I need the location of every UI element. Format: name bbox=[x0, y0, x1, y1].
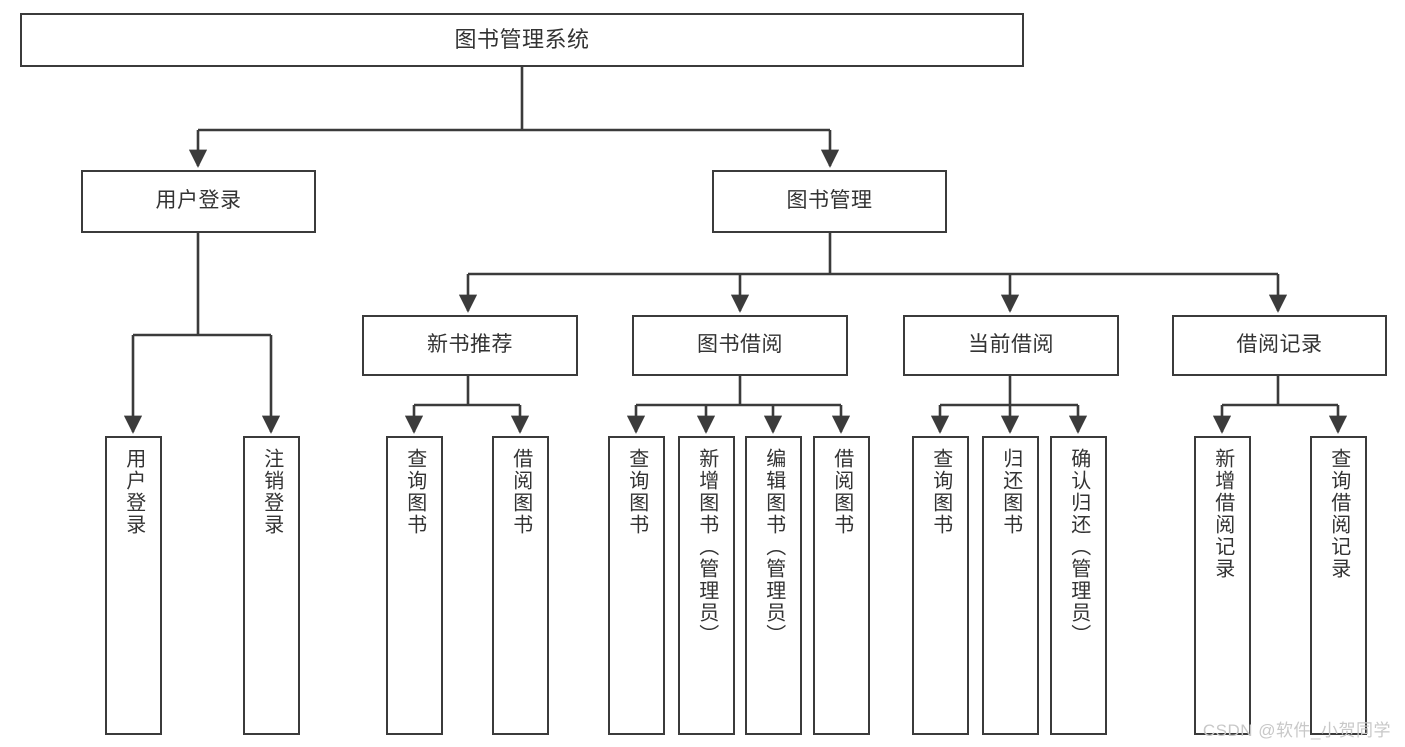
watermark: CSDN @软件_小贺同学 bbox=[1202, 721, 1391, 740]
leaf-record-add-label: 新增借阅记录 bbox=[1211, 448, 1234, 580]
leaf-new-book-query[interactable]: 查询图书 bbox=[386, 436, 443, 735]
leaf-book-borrow-action[interactable]: 借阅图书 bbox=[813, 436, 870, 735]
node-root-label: 图书管理系统 bbox=[454, 27, 590, 53]
leaf-book-borrow-action-label: 借阅图书 bbox=[830, 448, 853, 536]
leaf-user-logout[interactable]: 注销登录 bbox=[243, 436, 300, 735]
node-book-borrow[interactable]: 图书借阅 bbox=[632, 315, 848, 376]
leaf-user-login[interactable]: 用户登录 bbox=[105, 436, 162, 735]
leaf-book-borrow-query-label: 查询图书 bbox=[625, 448, 648, 536]
leaf-record-query-label: 查询借阅记录 bbox=[1327, 448, 1350, 580]
node-user-login[interactable]: 用户登录 bbox=[81, 170, 316, 233]
node-book-borrow-label: 图书借阅 bbox=[697, 333, 783, 357]
node-borrow-record[interactable]: 借阅记录 bbox=[1172, 315, 1387, 376]
leaf-new-book-query-label: 查询图书 bbox=[403, 448, 426, 536]
node-root[interactable]: 图书管理系统 bbox=[20, 13, 1024, 67]
leaf-current-query[interactable]: 查询图书 bbox=[912, 436, 969, 735]
leaf-book-edit-label: 编辑图书（管理员） bbox=[762, 448, 785, 646]
leaf-new-book-borrow-label: 借阅图书 bbox=[509, 448, 532, 536]
leaf-current-return-label: 归还图书 bbox=[999, 448, 1022, 536]
leaf-current-return[interactable]: 归还图书 bbox=[982, 436, 1039, 735]
leaf-user-logout-label: 注销登录 bbox=[260, 448, 283, 536]
leaf-record-add[interactable]: 新增借阅记录 bbox=[1194, 436, 1251, 735]
leaf-new-book-borrow[interactable]: 借阅图书 bbox=[492, 436, 549, 735]
leaf-book-add-label: 新增图书（管理员） bbox=[695, 448, 718, 646]
leaf-user-login-label: 用户登录 bbox=[122, 448, 145, 536]
leaf-current-query-label: 查询图书 bbox=[929, 448, 952, 536]
node-book-management[interactable]: 图书管理 bbox=[712, 170, 947, 233]
node-current-borrow-label: 当前借阅 bbox=[968, 333, 1054, 357]
node-borrow-record-label: 借阅记录 bbox=[1236, 333, 1323, 357]
leaf-record-query[interactable]: 查询借阅记录 bbox=[1310, 436, 1367, 735]
node-book-management-label: 图书管理 bbox=[786, 189, 873, 213]
node-current-borrow[interactable]: 当前借阅 bbox=[903, 315, 1119, 376]
node-user-login-label: 用户登录 bbox=[155, 189, 242, 213]
leaf-confirm-return-label: 确认归还（管理员） bbox=[1067, 448, 1090, 646]
node-new-book-recommend[interactable]: 新书推荐 bbox=[362, 315, 578, 376]
leaf-book-add[interactable]: 新增图书（管理员） bbox=[678, 436, 735, 735]
node-new-book-recommend-label: 新书推荐 bbox=[427, 333, 513, 357]
leaf-confirm-return[interactable]: 确认归还（管理员） bbox=[1050, 436, 1107, 735]
leaf-book-edit[interactable]: 编辑图书（管理员） bbox=[745, 436, 802, 735]
leaf-book-borrow-query[interactable]: 查询图书 bbox=[608, 436, 665, 735]
